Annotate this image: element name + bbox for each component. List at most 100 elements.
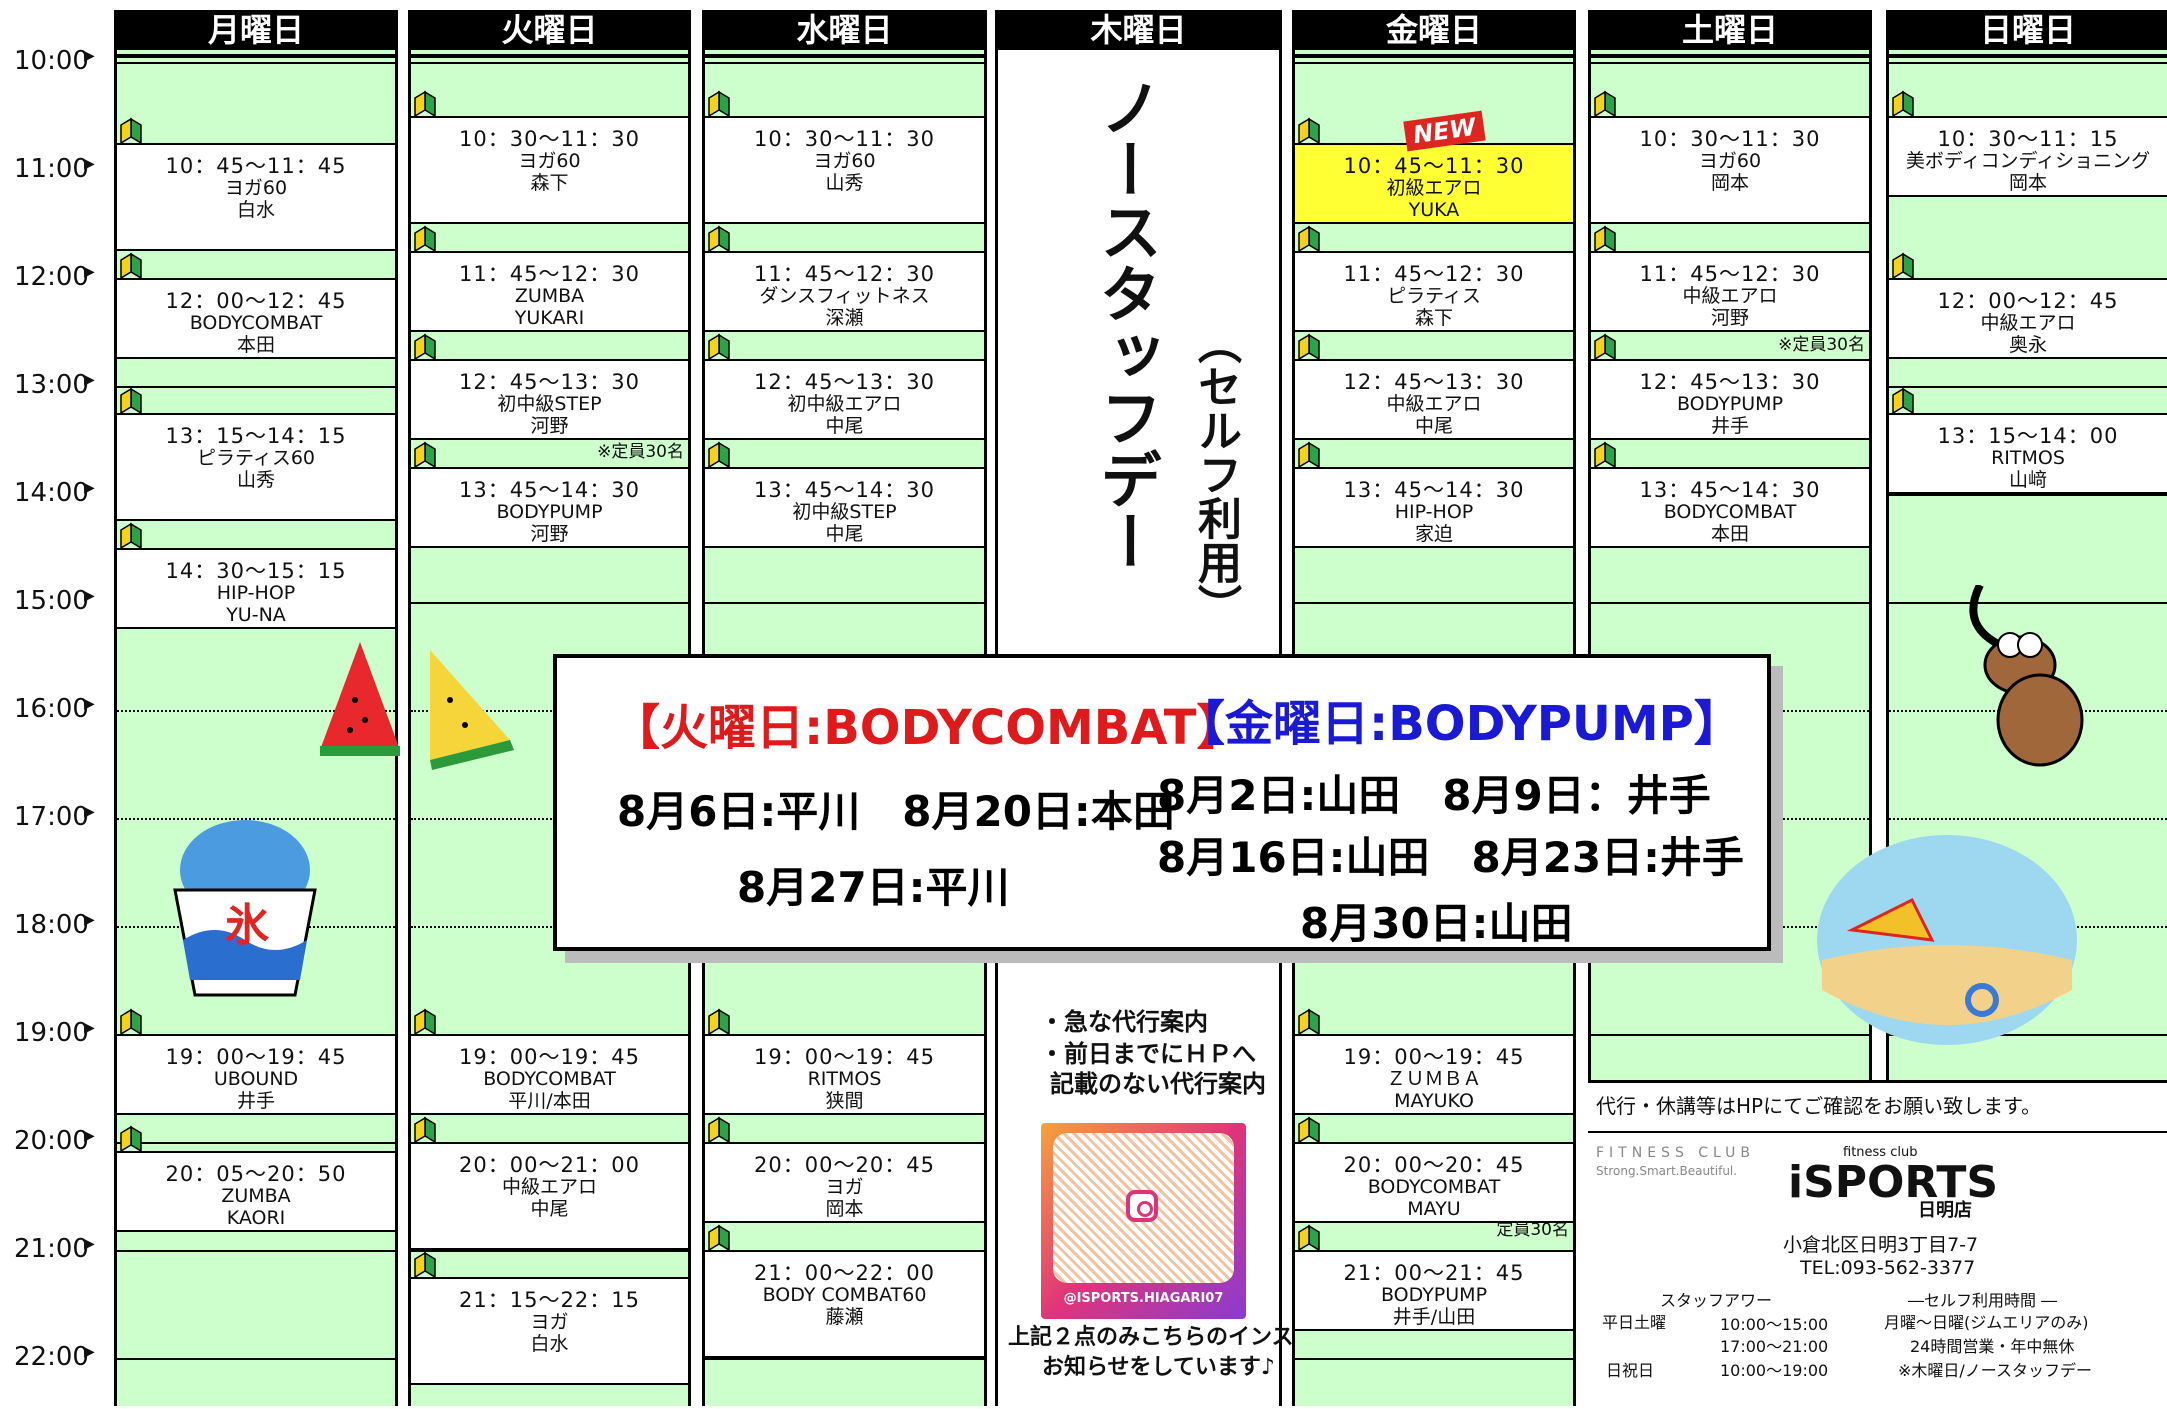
hour-rule [1295, 602, 1573, 604]
hour-rule [705, 1358, 984, 1360]
class-instructor: 中尾 [530, 1198, 569, 1220]
self-use-line: 月曜～日曜(ジムエリアのみ) [1884, 1313, 2089, 1332]
club-info: 代行・休講等はHPにてご確認をお願い致します。 FITNESS CLUB Str… [1588, 1080, 2167, 1409]
class-time: 12：45～13：30 [1343, 370, 1525, 394]
class-name: ZUMBA [514, 285, 585, 307]
class-time: 13：15～14：15 [165, 424, 347, 448]
hp-notice: 代行・休講等はHPにてご確認をお願い致します。 [1596, 1094, 2042, 1118]
class-instructor: YUKA [1408, 199, 1460, 221]
hour-rule [1889, 494, 2167, 496]
class-time: 20：05～20：50 [165, 1162, 347, 1186]
class-time: 12：00～12：45 [165, 289, 347, 313]
weekday-hours: 17:00～21:00 [1720, 1337, 1829, 1356]
hour-rule [411, 926, 688, 928]
class-instructor: 中尾 [825, 415, 864, 437]
triangle-right-icon: ▶ [84, 588, 95, 604]
hour-rule [1295, 1358, 1573, 1360]
beginner-mark-icon [708, 333, 730, 361]
hour-rule [117, 710, 395, 712]
shaved-ice-icon: 氷 [173, 820, 317, 997]
class-time: 19：00～19：45 [754, 1045, 935, 1069]
class-name: ピラティス60 [196, 447, 316, 469]
self-use-subtitle: （セルフ利用） [1190, 320, 1241, 628]
time-label: 19:00 [14, 1018, 89, 1048]
class-time: 10：30～11：30 [754, 127, 935, 151]
class-instructor: 山﨑 [2008, 469, 2047, 491]
class-time: 19：00～19：45 [165, 1045, 347, 1069]
class-name: BODYCOMBAT [1367, 1176, 1501, 1198]
class-time: 11：45～12：30 [1343, 262, 1525, 286]
header-rule [411, 54, 688, 58]
beginner-mark-icon [1298, 1224, 1320, 1252]
beginner-mark-icon [1892, 387, 1914, 415]
triangle-right-icon: ▶ [84, 804, 95, 820]
class-instructor: 井手 [236, 1090, 275, 1112]
hour-rule [1591, 1034, 1869, 1036]
beetle-icon [1969, 585, 2084, 767]
triangle-right-icon: ▶ [84, 480, 95, 496]
hour-rule [1889, 818, 2167, 820]
day-header-friday: 金曜日 [1295, 10, 1573, 50]
time-label: 18:00 [14, 910, 89, 940]
friday-dates: 8月2日:山田 8月9日：井手 [1157, 771, 1711, 820]
class-name: RITMOS [1991, 447, 2065, 469]
beginner-mark-icon [120, 117, 142, 145]
class-time: 13：15～14：00 [1937, 424, 2119, 448]
friday-dates: 8月30日:山田 [1300, 899, 1573, 948]
beginner-mark-icon [1298, 1116, 1320, 1144]
substitute-notice: 【火曜日:BODYCOMBAT】 【金曜日:BODYPUMP】 8月6日:平川 … [553, 654, 1771, 951]
instagram-qr[interactable]: @ISPORTS.HIAGARI07 [1041, 1123, 1246, 1319]
capacity-note: ※定員30名 [1778, 335, 1865, 355]
time-label: 17:00 [14, 802, 89, 832]
instagram-icon [1126, 1190, 1158, 1222]
beginner-mark-icon [414, 441, 436, 469]
class-name: ヨガ60 [813, 150, 876, 172]
weekday-label: 平日土曜 [1602, 1313, 1667, 1332]
class-name: 中級エアロ [1386, 393, 1482, 415]
hour-rule [411, 710, 688, 712]
class-instructor: YUKARI [514, 307, 585, 329]
beginner-mark-icon [708, 1008, 730, 1036]
class-time: 12：00～12：45 [1937, 289, 2119, 313]
class-instructor: 中尾 [825, 523, 864, 545]
class-instructor: 白水 [530, 1333, 569, 1355]
info-line: 記載のない代行案内 [1050, 1070, 1266, 1098]
time-label: 14:00 [14, 478, 89, 508]
hour-rule [1591, 602, 1869, 604]
class-name: BODYCOMBAT [189, 312, 323, 334]
